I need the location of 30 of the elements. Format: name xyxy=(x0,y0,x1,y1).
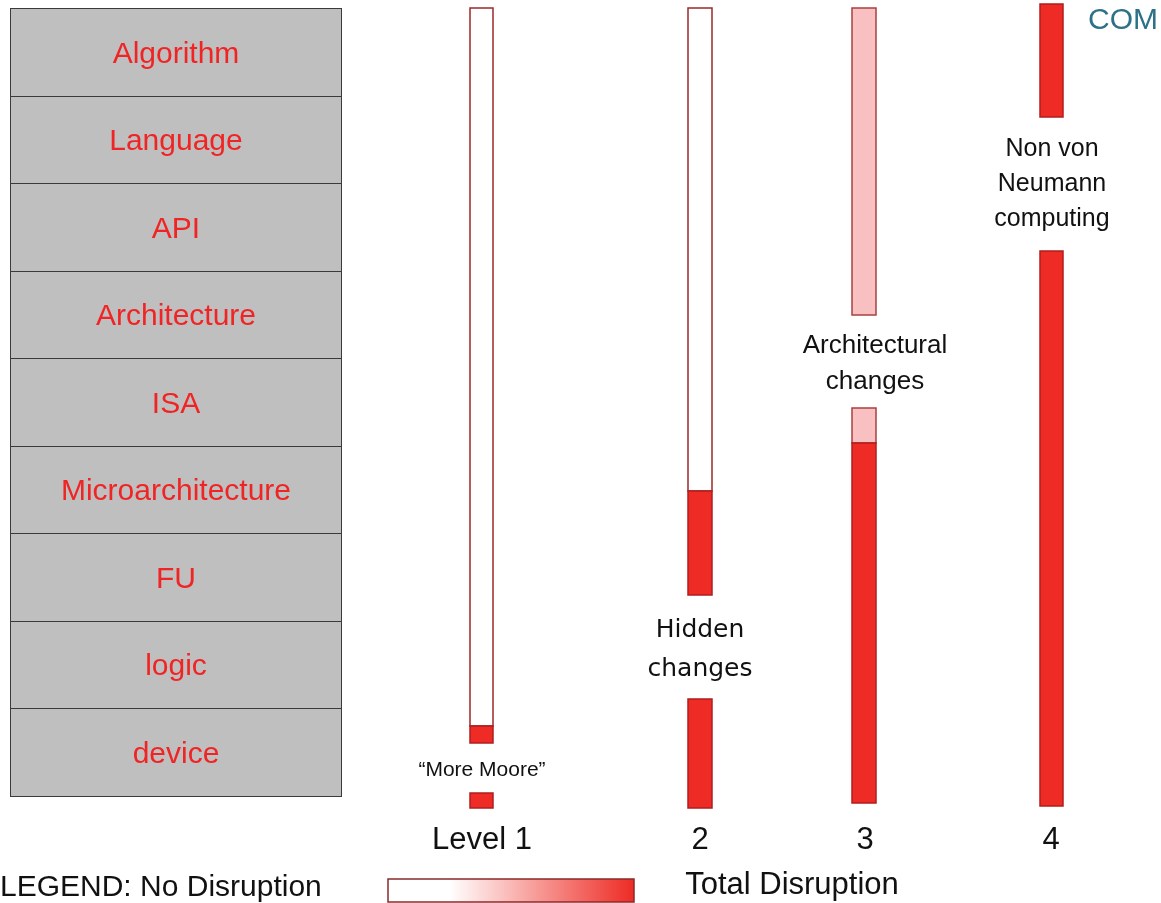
layer-name: API xyxy=(151,210,201,245)
layer-box xyxy=(10,95,342,185)
layer-name: ISA xyxy=(151,385,201,420)
layer-name: logic xyxy=(145,648,207,682)
layer-box xyxy=(10,270,342,360)
bar-segment xyxy=(851,442,877,804)
layer-name: Language xyxy=(109,123,243,157)
layer-name: device xyxy=(132,735,220,770)
layer-name: Microarchitecture xyxy=(60,473,292,507)
bar-segment xyxy=(687,7,713,492)
bar-segment xyxy=(1039,250,1064,807)
layer-box xyxy=(10,183,342,272)
bar-segment xyxy=(687,490,713,596)
bar-segment xyxy=(851,407,877,444)
layer-name: Algorithm xyxy=(112,35,240,70)
gradient-scale xyxy=(387,878,635,903)
layer-box xyxy=(10,708,342,797)
bar-segment xyxy=(469,792,494,809)
bar-segment xyxy=(469,7,494,727)
layer-name: FU xyxy=(156,560,196,595)
layer-name: Architecture xyxy=(95,298,257,332)
bar-segment xyxy=(469,725,494,744)
layer-box xyxy=(10,358,342,447)
layer-box xyxy=(10,445,342,535)
layer-box xyxy=(10,533,342,622)
bar-segment xyxy=(851,7,877,316)
layer-box xyxy=(10,620,342,710)
bar-segment xyxy=(1039,3,1064,118)
layer-box xyxy=(10,8,342,97)
bar-segment xyxy=(687,698,713,809)
